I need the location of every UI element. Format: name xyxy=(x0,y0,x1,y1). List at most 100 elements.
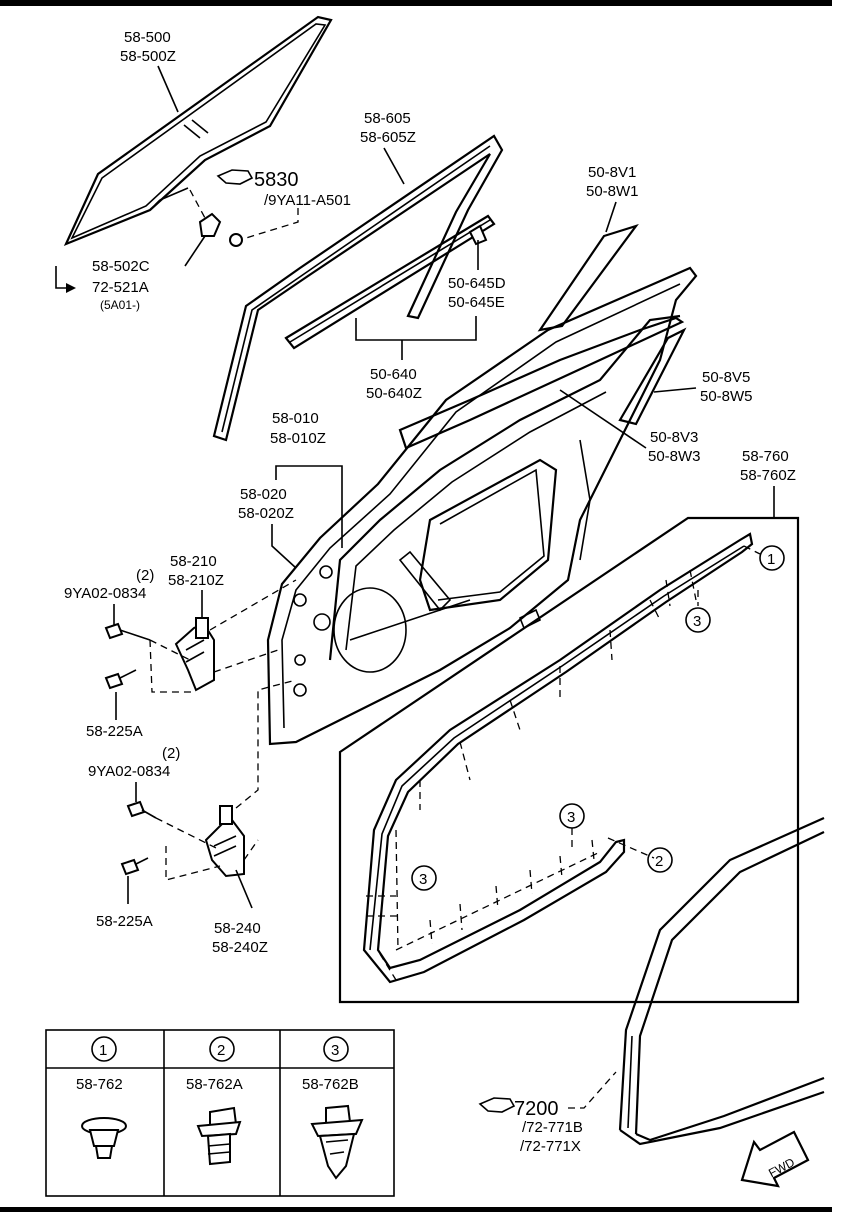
fwd-arrow-icon: FWD xyxy=(740,1130,810,1188)
door-bracket xyxy=(275,465,343,548)
door-seal xyxy=(362,532,754,984)
clip-alt-sub: (5A01-) xyxy=(100,298,140,312)
upper-hinge-dashes xyxy=(149,579,297,693)
upper-hinge-label-2: 58-210Z xyxy=(168,572,224,589)
lower-hinge-bolt-2 xyxy=(120,857,149,876)
upper-hinge-bolt-2 xyxy=(104,669,137,690)
lower-hinge-leader xyxy=(235,869,253,909)
callout-3b: 3 xyxy=(559,803,585,829)
legend-mark-2: 2 xyxy=(217,1042,225,1059)
upper-hinge-bolt xyxy=(104,622,151,641)
callout-3c-text: 3 xyxy=(419,871,427,888)
clip-58-762-icon xyxy=(81,1117,127,1159)
callout-1: 1 xyxy=(759,545,785,571)
glass-ref: 5830 xyxy=(254,169,299,191)
callout-3b-text: 3 xyxy=(567,809,575,826)
molding-v5 xyxy=(618,327,687,426)
glass-label-1: 58-500 xyxy=(124,29,171,46)
hinge-bolt-bottom-qty: (2) xyxy=(162,745,180,762)
lower-hinge xyxy=(204,805,245,878)
upper-hinge-label-1: 58-210 xyxy=(170,553,217,570)
clip-58-762a-icon xyxy=(196,1106,242,1166)
door-seal-label-1: 58-760 xyxy=(742,448,789,465)
body-weatherstrip xyxy=(618,816,825,1146)
legend-col-3: 3 58-762B xyxy=(302,1036,364,1180)
weatherstrip xyxy=(284,214,496,350)
door-shell xyxy=(266,266,698,746)
mold-v5-label-1: 50-8V5 xyxy=(702,369,750,386)
clip-58-762b-icon xyxy=(310,1104,364,1180)
mold-v3-label-1: 50-8V3 xyxy=(650,429,698,446)
hand-pointer-icon xyxy=(478,1097,516,1113)
door-panel-label-2: 58-020Z xyxy=(238,505,294,522)
clip-leader xyxy=(184,235,206,267)
weatherstrip-bracket xyxy=(355,316,477,360)
door-panel-leader xyxy=(271,524,297,569)
upper-hinge xyxy=(174,617,215,692)
mold-v5-label-2: 50-8W5 xyxy=(700,388,753,405)
callout-3a: 3 xyxy=(685,607,711,633)
seal-d-label-1: 50-645D xyxy=(448,275,506,292)
lower-hinge-bolt xyxy=(126,800,157,819)
mold-v5-leader xyxy=(653,387,697,393)
bolt-b-label: 58-225A xyxy=(96,913,153,930)
glass-channel xyxy=(212,134,504,442)
legend-mark-3: 3 xyxy=(331,1042,339,1059)
door-glass xyxy=(63,15,333,247)
seal-d-label-2: 50-645E xyxy=(448,294,505,311)
callout-3a-leader xyxy=(665,579,699,607)
callout-1-leader xyxy=(743,545,761,555)
weatherstrip-label-1: 50-640 xyxy=(370,366,417,383)
callout-3c: 3 xyxy=(411,865,437,891)
body-ref-sub1: /72-771B xyxy=(522,1119,583,1136)
mold-v3-label-2: 50-8W3 xyxy=(648,448,701,465)
callout-2-text: 2 xyxy=(655,853,663,870)
glass-ref-sub: /9YA11-A501 xyxy=(264,192,351,209)
clip-label: 58-502C xyxy=(92,258,150,275)
mold-v3-leader xyxy=(559,389,647,449)
channel-label-1: 58-605 xyxy=(364,110,411,127)
legend-part-2: 58-762A xyxy=(186,1076,243,1093)
body-ref-sub2: /72-771X xyxy=(520,1138,581,1155)
hinge-bolt-top-qty: (2) xyxy=(136,567,154,584)
glass-ref-leader xyxy=(245,208,299,239)
legend-col-1: 1 58-762 xyxy=(76,1036,127,1159)
lower-hinge-label-1: 58-240 xyxy=(214,920,261,937)
clip-alt-bracket xyxy=(55,266,66,289)
weatherstrip-label-2: 50-640Z xyxy=(366,385,422,402)
legend-part-3: 58-762B xyxy=(302,1076,359,1093)
bolt-a-label: 58-225A xyxy=(86,723,143,740)
clip-alt-label: 72-521A xyxy=(92,279,149,296)
legend-part-1: 58-762 xyxy=(76,1076,123,1093)
glass-leader xyxy=(157,65,179,113)
channel-label-2: 58-605Z xyxy=(360,129,416,146)
door-panel-label-1: 58-020 xyxy=(240,486,287,503)
fwd-label: FWD xyxy=(766,1155,797,1180)
lower-hinge-label-2: 58-240Z xyxy=(212,939,268,956)
top-rule xyxy=(0,0,832,6)
channel-leader xyxy=(383,147,405,185)
arrow-icon xyxy=(66,283,76,293)
hand-pointer-icon xyxy=(216,169,254,185)
door-label-1: 58-010 xyxy=(272,410,319,427)
hinge-bolt-bottom-label: 9YA02-0834 xyxy=(88,763,170,780)
door-label-2: 58-010Z xyxy=(270,430,326,447)
mold-v1-label-2: 50-8W1 xyxy=(586,183,639,200)
glass-clip xyxy=(189,189,243,247)
glass-label-2: 58-500Z xyxy=(120,48,176,65)
bottom-rule xyxy=(0,1207,832,1212)
molding-v1 xyxy=(537,223,639,332)
clip-legend-table xyxy=(45,1029,395,1197)
legend-mark-1: 1 xyxy=(99,1042,107,1059)
callout-2: 2 xyxy=(647,847,673,873)
door-seal-box xyxy=(338,516,800,1004)
callout-3a-text: 3 xyxy=(693,613,701,630)
callout-1-text: 1 xyxy=(767,551,775,568)
body-ref-leader xyxy=(568,1071,617,1109)
body-ref: 7200 xyxy=(514,1098,559,1120)
door-seal-label-2: 58-760Z xyxy=(740,467,796,484)
mold-v1-leader xyxy=(605,201,617,233)
legend-col-2: 2 58-762A xyxy=(186,1036,243,1166)
